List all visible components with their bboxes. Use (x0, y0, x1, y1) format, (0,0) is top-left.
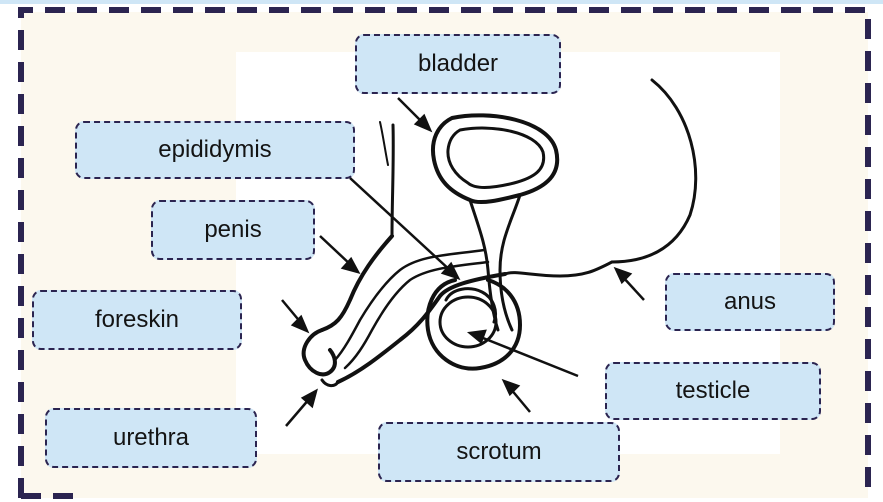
bladder-inner (448, 128, 544, 187)
epididymis-arrow (350, 178, 458, 278)
urethra-arrow (286, 391, 316, 426)
label-epididymis: epididymis (75, 121, 355, 179)
label-bladder-text: bladder (418, 50, 498, 78)
label-foreskin-text: foreskin (95, 306, 179, 334)
label-testicle-text: testicle (676, 377, 751, 405)
perineum-line (505, 262, 612, 276)
testicle-arrow (470, 331, 578, 376)
penile-urethra-lower (345, 262, 488, 368)
lower-abdomen-line (380, 122, 388, 165)
foreskin-arrow (282, 300, 307, 331)
label-scrotum-text: scrotum (456, 438, 541, 466)
scrotum-arrow (504, 381, 530, 412)
glans-tip (322, 380, 338, 386)
label-penis: penis (151, 200, 315, 260)
label-anus: anus (665, 273, 835, 331)
label-penis-text: penis (204, 216, 261, 244)
foreskin-outline (304, 330, 335, 374)
penis-arrow (320, 236, 358, 272)
label-foreskin: foreskin (32, 290, 242, 350)
label-scrotum: scrotum (378, 422, 620, 482)
label-anus-text: anus (724, 288, 776, 316)
label-testicle: testicle (605, 362, 821, 420)
label-bladder: bladder (355, 34, 561, 94)
back-outline (612, 80, 696, 262)
label-urethra-text: urethra (113, 424, 189, 452)
anus-arrow (616, 269, 644, 300)
label-epididymis-text: epididymis (158, 136, 271, 164)
label-urethra: urethra (45, 408, 257, 468)
bladder-arrow (398, 98, 430, 130)
